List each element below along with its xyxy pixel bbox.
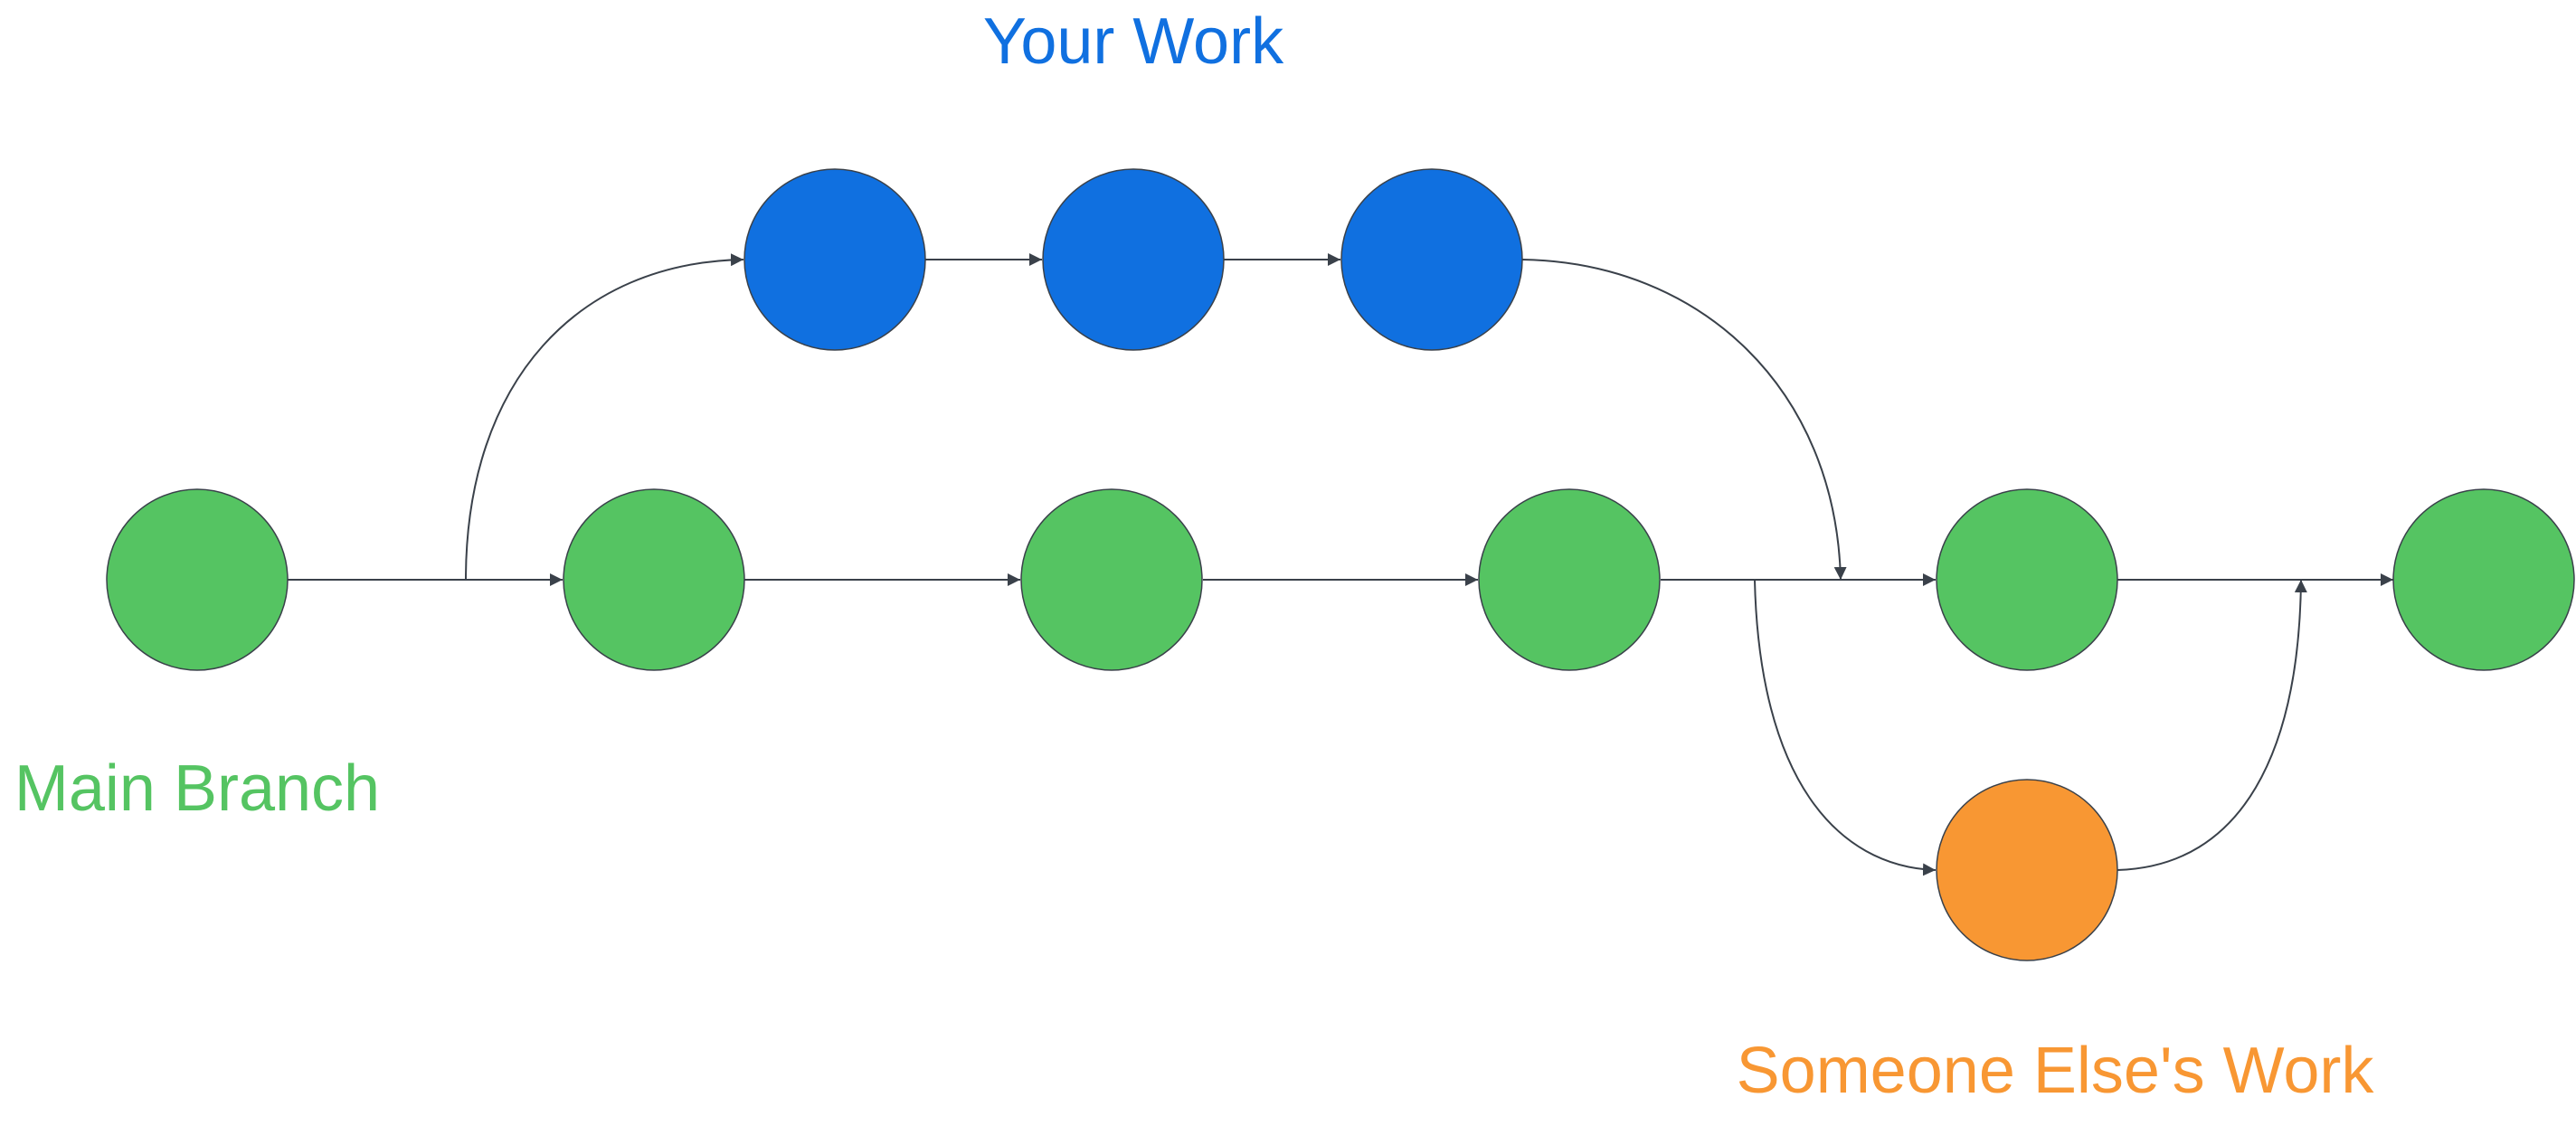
your-work-edges — [465, 253, 1847, 581]
your-work-commit-node — [743, 168, 926, 351]
someone-else-edges — [1754, 579, 2307, 876]
main-commit-node — [1020, 488, 1203, 671]
main-commit-node — [2392, 488, 2575, 671]
main-commit-node — [106, 488, 289, 671]
your-work-label: Your Work — [983, 5, 1284, 78]
main-commit-node — [1936, 488, 2118, 671]
merge-edge-your-work — [1521, 259, 1847, 581]
your-work-commit-node — [1042, 168, 1225, 351]
main-branch-label: Main Branch — [14, 752, 380, 825]
someone-else-label: Someone Else's Work — [1737, 1035, 2375, 1107]
fork-edge-someone-else — [1754, 579, 1937, 876]
someone-else-commit-node — [1936, 779, 2118, 961]
your-work-commit-node — [1340, 168, 1523, 351]
someone-else-commits — [1936, 779, 2118, 961]
your-work-commits — [743, 168, 1523, 351]
main-branch-commits — [106, 488, 2575, 671]
merge-edge-someone-else — [2117, 579, 2307, 871]
main-commit-node — [563, 488, 745, 671]
main-commit-node — [1478, 488, 1661, 671]
fork-edge-your-work — [465, 253, 744, 581]
